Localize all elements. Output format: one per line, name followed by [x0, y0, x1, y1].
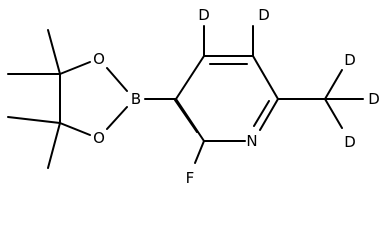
bond-b-o-upper [106, 67, 128, 92]
dioxaborolane-ring [59, 61, 128, 136]
boron-label: B [131, 90, 141, 108]
bond-methyl-d-bottom [324, 98, 343, 129]
oxygen-upper-label: O [93, 50, 105, 68]
bond-methyl-d-top [324, 69, 343, 100]
bond-c2-c3 [175, 98, 205, 142]
deuterium-methyl-right-label: D [368, 90, 380, 108]
pyridine-ring [174, 55, 279, 142]
bond-c2-c3-inner [174, 99, 198, 133]
deuterium-c4-label: D [198, 6, 210, 24]
nitrogen-label: N [246, 132, 257, 150]
molecular-structure: D D F N D D D B O O [7, 6, 380, 187]
bond-c6-n-inner [253, 100, 270, 127]
bond-c3-c4 [175, 55, 205, 100]
bond-methyl-lower-down [47, 122, 61, 169]
fluorine-label: F [186, 169, 195, 187]
deuterium-c5-label: D [258, 6, 270, 24]
bond-methyl-upper-up [47, 29, 61, 75]
deuterium-methyl-top-label: D [344, 51, 356, 69]
bond-o-lower-c [59, 122, 91, 136]
bond-o-upper-c [59, 61, 91, 75]
bond-c2-f [194, 140, 205, 164]
bond-c5-c6 [252, 55, 279, 100]
pinacol-methyl-groups [7, 29, 61, 169]
oxygen-lower-label: O [93, 129, 105, 147]
bond-methyl-lower-left [7, 116, 61, 124]
deuterium-methyl-bottom-label: D [344, 133, 356, 151]
bond-c6-n [259, 98, 279, 131]
bond-b-o-lower [106, 106, 128, 130]
